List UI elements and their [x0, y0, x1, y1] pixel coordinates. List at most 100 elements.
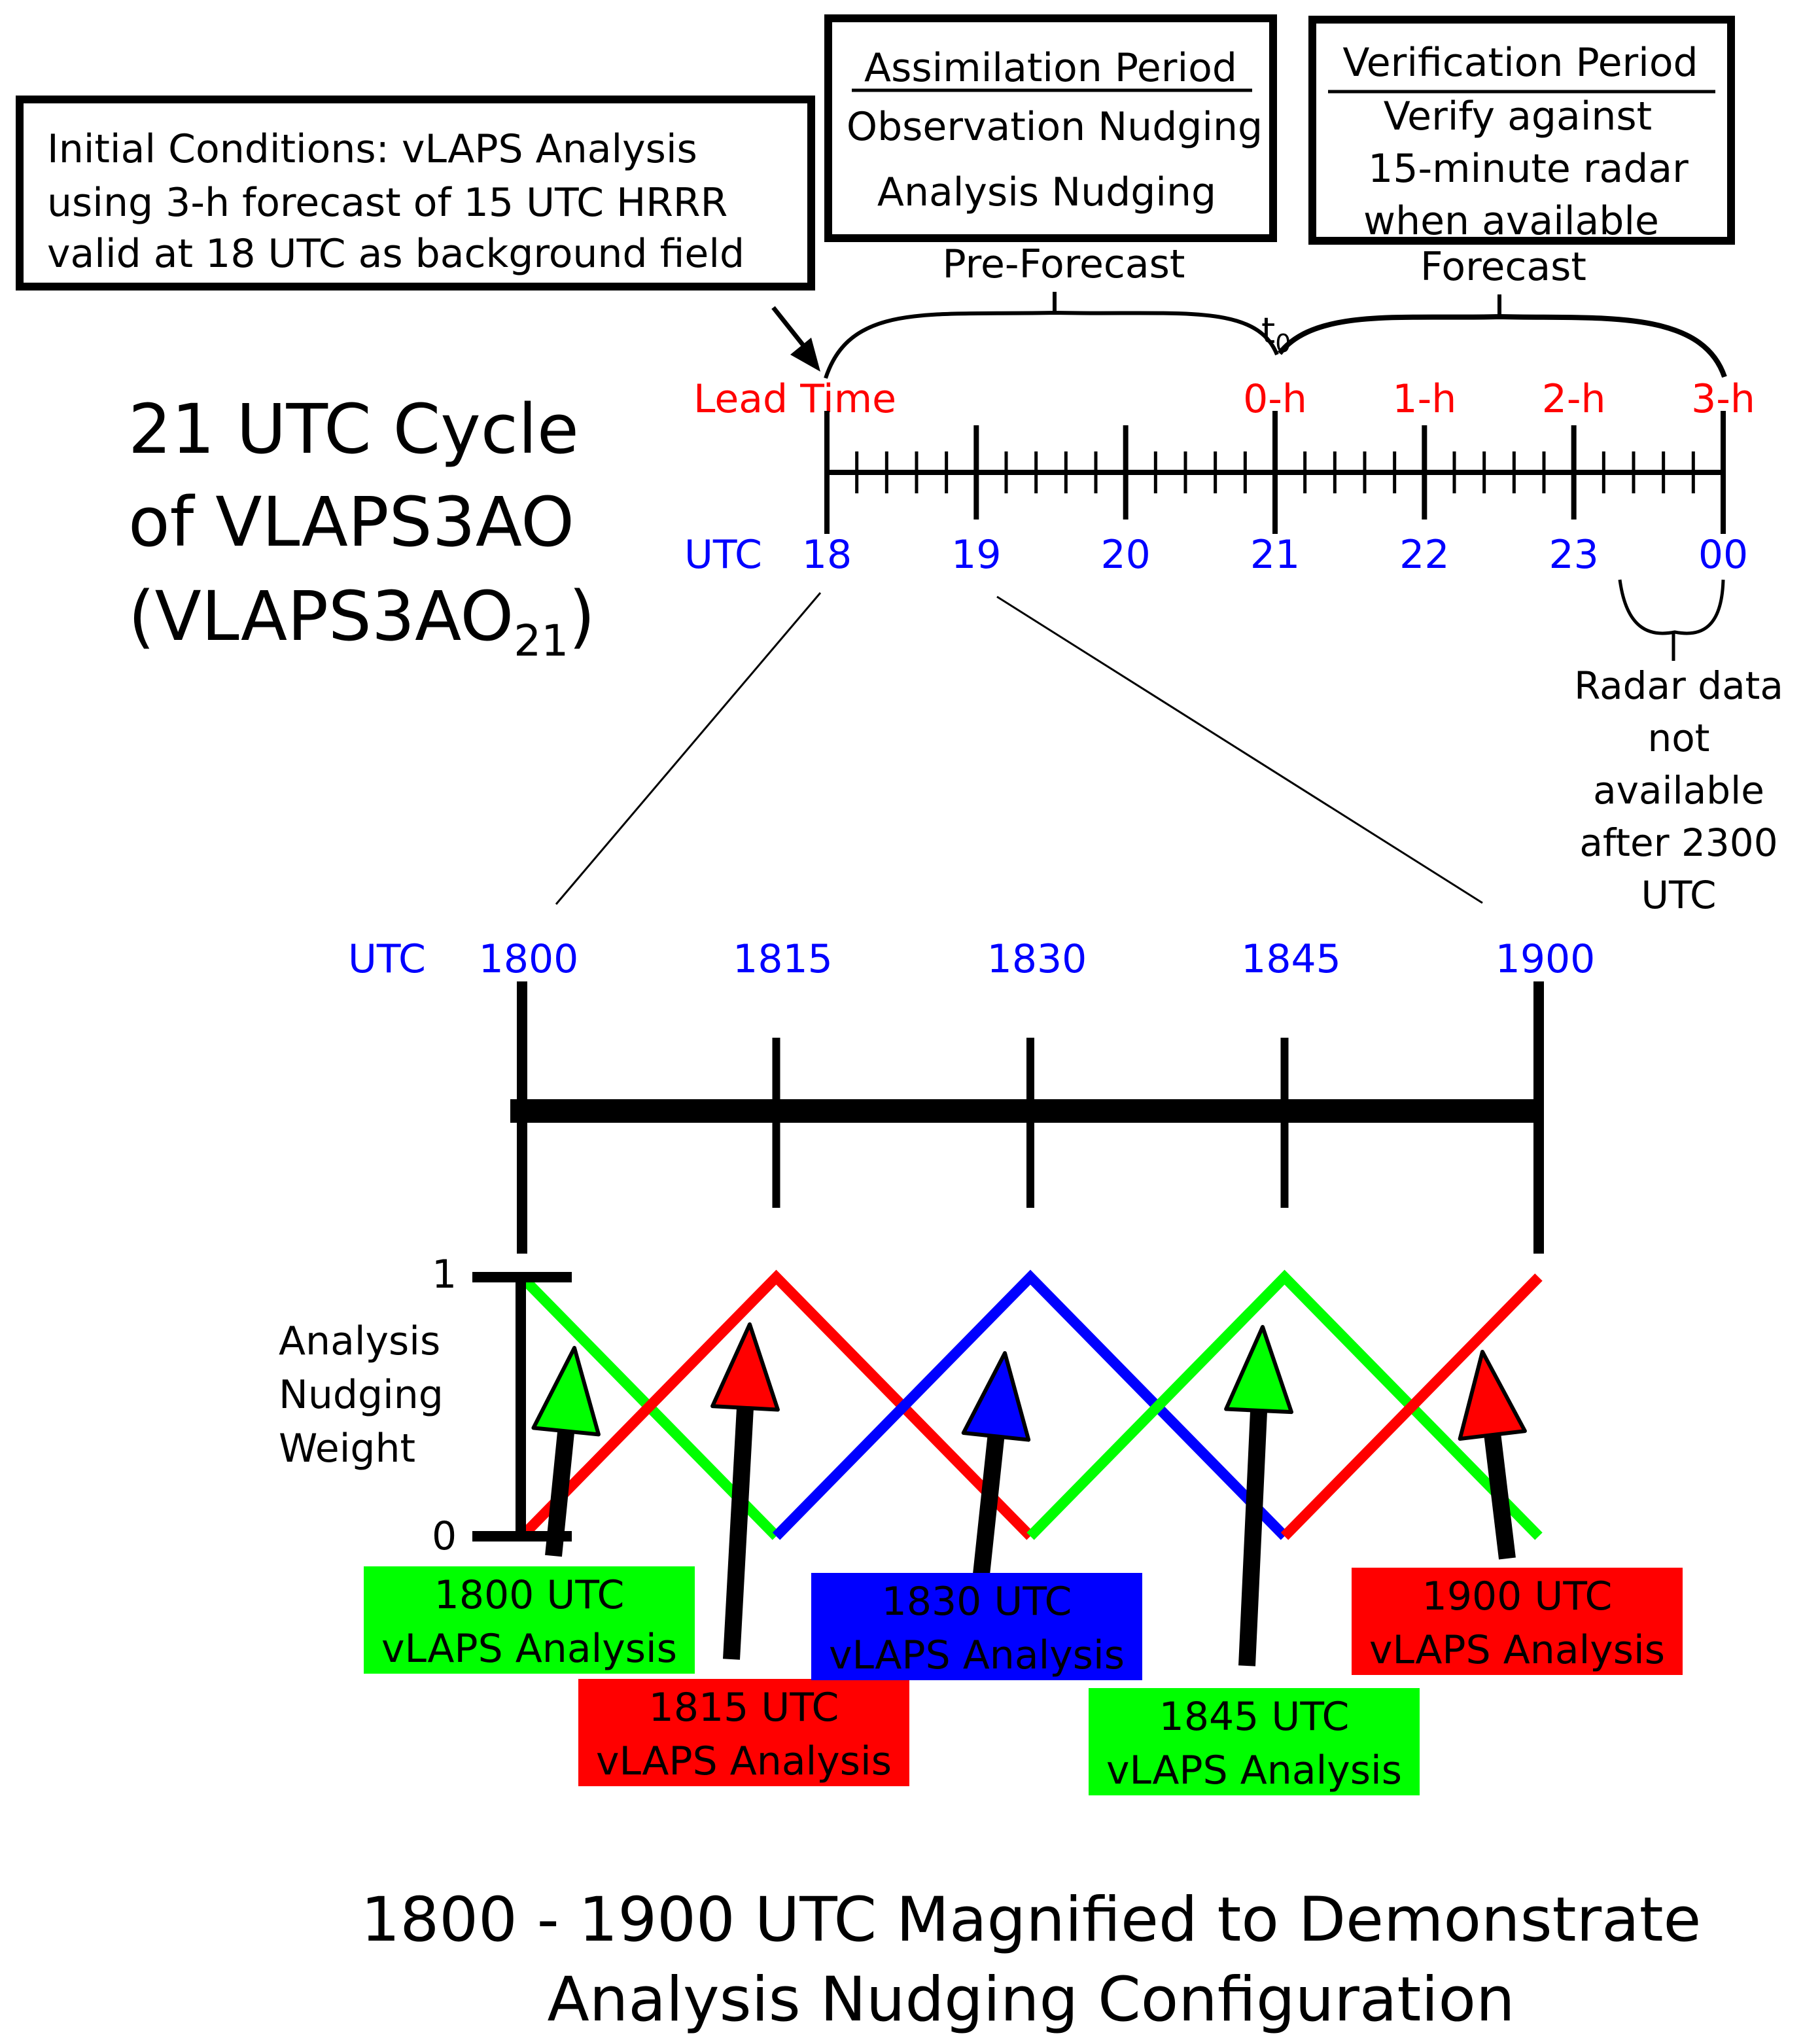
weight-line-green [1026, 1269, 1543, 1540]
analysis-label-box [1352, 1568, 1683, 1675]
initial-line-3: valid at 18 UTC as background field [47, 231, 744, 277]
verify-line-2: 15-minute radar [1368, 146, 1689, 192]
analysis-arrow-shaft [1484, 1434, 1516, 1560]
lead-hour-label: 2-h [1542, 376, 1606, 422]
bottom-axis-ticks [517, 981, 1544, 1254]
top-hour-labels: 18 19 20 21 22 23 00 [802, 532, 1748, 578]
analysis-arrow-head [531, 1346, 601, 1437]
bottom-utc-label: UTC [348, 936, 426, 982]
assimilation-period-box: Assimilation Period Observation Nudging … [824, 14, 1277, 242]
analysis-arrow-shaft [970, 1435, 1005, 1600]
weight-line-blue [772, 1269, 1289, 1540]
analysis-label-box [364, 1566, 695, 1674]
analysis-arrow-shaft [545, 1430, 575, 1557]
analysis-label-time: 1900 UTC [1422, 1574, 1613, 1619]
analysis-label-time: 1800 UTC [434, 1572, 625, 1618]
radar-note-line-5: UTC [1641, 873, 1717, 917]
magnification-lines [555, 592, 1483, 905]
analysis-labels: 1800 UTC vLAPS Analysis 1815 UTC vLAPS Anal… [364, 1566, 1683, 1795]
verification-period-box: Verification Period Verify against 15-mi… [1308, 16, 1735, 245]
bottom-time-label: 1815 [733, 936, 833, 982]
radar-note-line-3: available [1593, 768, 1764, 813]
analysis-arrow-shaft [723, 1407, 754, 1660]
weight-tick-0-label: 0 [432, 1513, 457, 1559]
weight-tick-1-label: 1 [432, 1252, 457, 1297]
analysis-label-time: 1830 UTC [882, 1579, 1072, 1625]
top-hour-label: 00 [1698, 532, 1748, 578]
analysis-arrow-head [710, 1322, 780, 1412]
pre-forecast-brace: Pre-Forecast [824, 241, 1279, 379]
cycle-title-line-3: (VLAPS3AO21) [128, 576, 595, 666]
radar-note: Radar data not available after 2300 UTC [1574, 579, 1783, 917]
weight-label-line-3: Weight [279, 1426, 415, 1471]
bottom-time-label: 1800 [479, 936, 579, 982]
cycle-title-end: ) [569, 576, 595, 656]
top-hour-label: 22 [1399, 532, 1449, 578]
verification-title: Verification Period [1342, 40, 1698, 86]
bottom-time-label: 1845 [1241, 936, 1341, 982]
cycle-title: 21 UTC Cycle of VLAPS3AO (VLAPS3AO21) [128, 389, 595, 666]
weight-line-red [518, 1269, 1034, 1540]
analysis-label-box [1089, 1688, 1420, 1795]
analysis-label-name: vLAPS Analysis [829, 1632, 1125, 1678]
cycle-title-line-1: 21 UTC Cycle [128, 389, 579, 469]
initial-line-1: Initial Conditions: vLAPS Analysis [47, 126, 697, 172]
top-hour-label: 19 [951, 532, 1001, 578]
weight-line-red [1280, 1273, 1543, 1540]
assimilation-title: Assimilation Period [864, 45, 1237, 91]
initial-line-2: using 3-h forecast of 15 UTC HRRR [47, 180, 727, 226]
lead-time-label: Lead Time [693, 376, 896, 422]
analysis-label-name: vLAPS Analysis [1369, 1627, 1665, 1673]
analysis-arrow-head [1224, 1325, 1294, 1415]
radar-note-line-1: Radar data [1574, 663, 1783, 708]
analysis-label-time: 1815 UTC [649, 1685, 839, 1731]
lead-hour-label: 3-h [1691, 376, 1755, 422]
radar-note-line-4: after 2300 [1579, 820, 1777, 865]
bottom-time-label: 1900 [1496, 936, 1596, 982]
top-time-axis: Lead Time UTC 18 19 20 21 22 23 00 0-h 1-h 2-h 3-… [684, 376, 1755, 578]
lead-hour-label: 0-h [1243, 376, 1307, 422]
caption-line-1: 1800 - 1900 UTC Magnified to Demonstrate [361, 1884, 1702, 1956]
initial-conditions-box: Initial Conditions: vLAPS Analysis using… [16, 96, 815, 291]
t0-label: t0 [1261, 310, 1291, 358]
analysis-label-name: vLAPS Analysis [381, 1626, 677, 1672]
analysis-arrow-head [1458, 1350, 1527, 1441]
forecast-label: Forecast [1420, 244, 1586, 290]
top-hour-label: 18 [802, 532, 852, 578]
weight-chart: Analysis Nudging Weight 1 0 [279, 1252, 1543, 1666]
analysis-nudging-text: Analysis Nudging [877, 169, 1216, 215]
top-lead-labels: 0-h 1-h 2-h 3-h [1243, 376, 1755, 422]
bottom-time-labels: 1800 1815 1830 1845 1900 [479, 936, 1596, 982]
analysis-label-name: vLAPS Analysis [1106, 1748, 1402, 1793]
caption: 1800 - 1900 UTC Magnified to Demonstrate… [361, 1884, 1702, 2035]
cycle-title-subscript: 21 [514, 616, 569, 666]
lead-hour-label: 1-h [1392, 376, 1456, 422]
weight-label-line-1: Analysis [279, 1318, 440, 1364]
radar-note-line-2: not [1648, 716, 1710, 760]
analysis-arrows [531, 1322, 1527, 1666]
weight-series [518, 1269, 1543, 1540]
magnified-time-axis: UTC 1800 1815 1830 1845 1900 [348, 936, 1595, 1254]
top-hour-label: 21 [1250, 532, 1300, 578]
analysis-arrow-shaft [1238, 1410, 1268, 1666]
observation-nudging-text: Observation Nudging [847, 104, 1263, 150]
pre-forecast-label: Pre-Forecast [943, 241, 1185, 287]
weight-label-line-2: Nudging [279, 1372, 444, 1418]
bottom-time-label: 1830 [987, 936, 1087, 982]
cycle-title-line-2: of VLAPS3AO [128, 482, 574, 562]
analysis-label-name: vLAPS Analysis [596, 1738, 892, 1784]
analysis-label-box [578, 1679, 909, 1786]
forecast-brace: Forecast t0 [1261, 244, 1727, 378]
top-utc-label: UTC [684, 532, 762, 578]
cycle-title-main: (VLAPS3AO [128, 576, 514, 656]
analysis-arrow-head [961, 1351, 1031, 1442]
verify-line-3: when available [1363, 198, 1659, 244]
caption-line-2: Analysis Nudging Configuration [547, 1964, 1514, 2035]
top-hour-label: 23 [1549, 532, 1598, 578]
top-axis-ticks [824, 411, 1726, 534]
initial-conditions-arrow [771, 306, 820, 372]
analysis-label-time: 1845 UTC [1159, 1694, 1350, 1740]
top-hour-label: 20 [1100, 532, 1150, 578]
t0-main: t [1261, 310, 1275, 351]
